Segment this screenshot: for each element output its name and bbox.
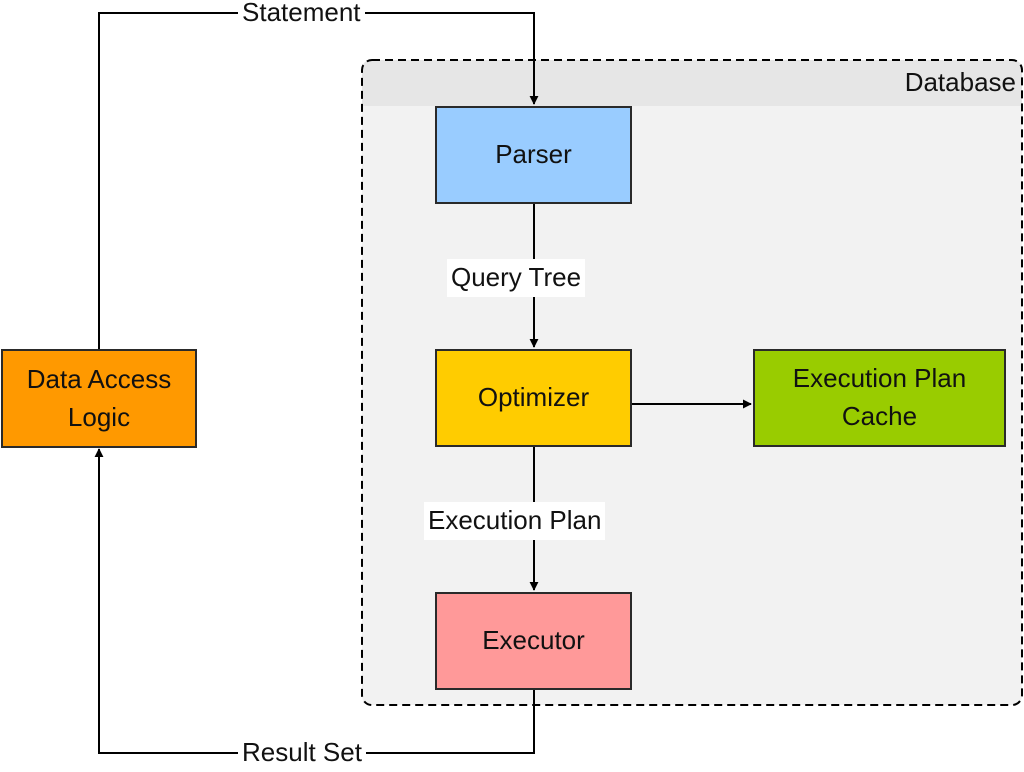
database-container-title: Database bbox=[904, 67, 1016, 97]
database-container-header bbox=[362, 60, 1022, 106]
data-access-logic-node: Data Access Logic bbox=[1, 349, 197, 448]
database-container-body bbox=[362, 106, 1022, 705]
optimizer-node: Optimizer bbox=[435, 349, 632, 447]
query-tree-label: Query Tree bbox=[447, 259, 586, 297]
execution-plan-cache-node: Execution Plan Cache bbox=[753, 349, 1006, 447]
result-set-label: Result Set bbox=[238, 734, 366, 772]
executor-node: Executor bbox=[435, 592, 632, 690]
parser-node: Parser bbox=[435, 106, 632, 204]
statement-label: Statement bbox=[238, 0, 365, 32]
database-container-border bbox=[361, 59, 1023, 706]
execution-plan-label: Execution Plan bbox=[424, 502, 606, 540]
